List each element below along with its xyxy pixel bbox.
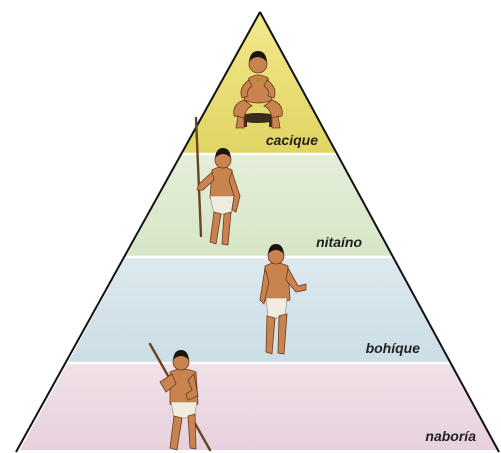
tier-band-nitaino bbox=[0, 154, 501, 257]
tier-label-cacique: cacique bbox=[266, 132, 318, 148]
tier-label-bohique: bohíque bbox=[366, 340, 421, 356]
tier-label-nitaino: nitaíno bbox=[316, 234, 362, 250]
tier-label-naboria: naboría bbox=[425, 428, 476, 444]
